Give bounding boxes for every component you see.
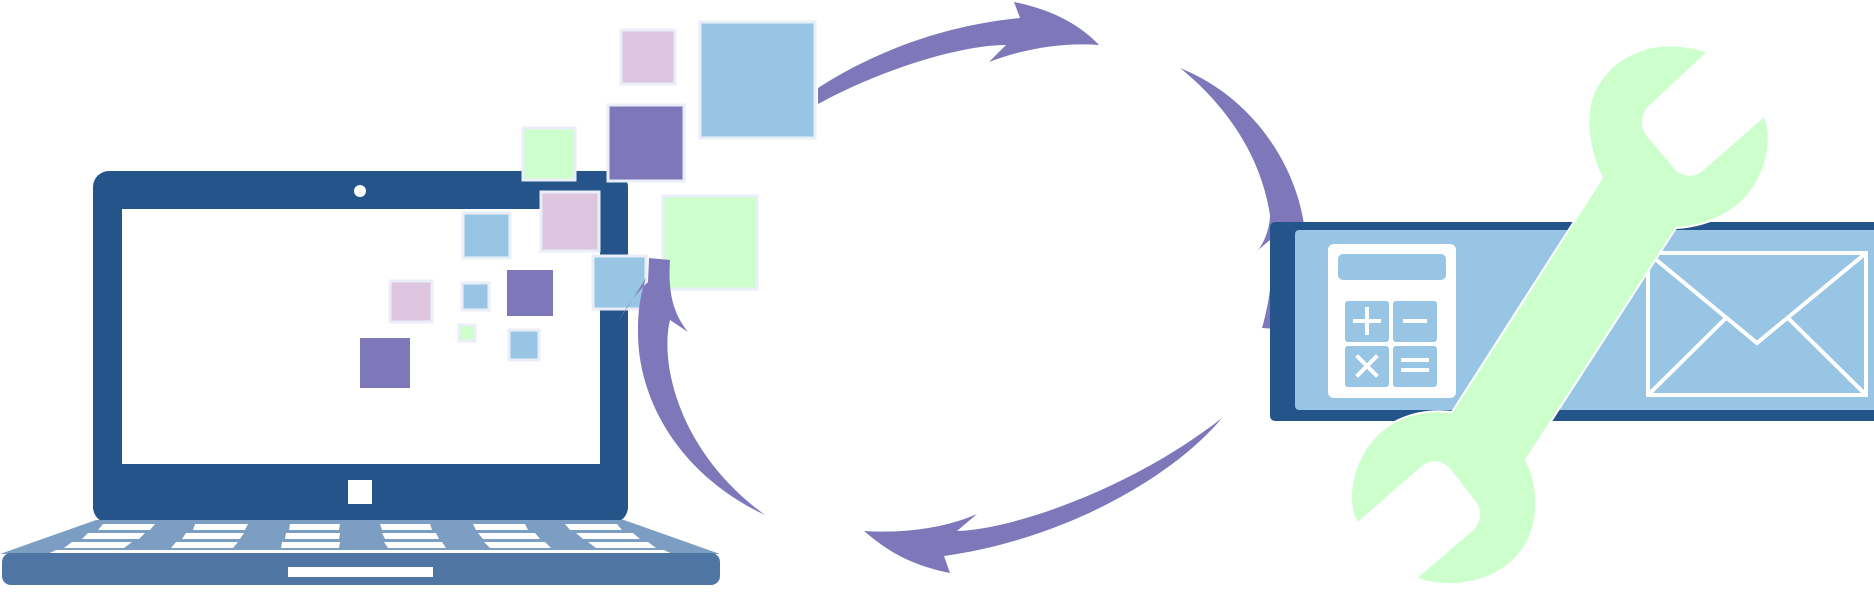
calculator-icon	[1328, 244, 1456, 398]
square-tile	[521, 126, 577, 182]
square-tile	[539, 190, 601, 253]
square-tile	[698, 20, 817, 140]
square-tile	[388, 279, 434, 324]
laptop-home-button	[348, 480, 372, 504]
wrench-shape	[1350, 44, 1770, 586]
square-tile	[460, 281, 491, 312]
square-tile	[619, 28, 677, 86]
wrench-icon	[1350, 44, 1770, 586]
square-tile	[461, 211, 512, 260]
square-tile	[661, 194, 759, 291]
square-tile	[507, 270, 553, 316]
sync-arrow-bottom	[864, 418, 1222, 573]
square-tile	[606, 103, 686, 183]
laptop-base-slot	[288, 567, 433, 577]
square-tile	[507, 328, 541, 362]
laptop-camera	[354, 185, 366, 197]
sync-arrow-top	[818, 2, 1099, 104]
laptop-keys	[48, 524, 672, 554]
square-tile	[457, 323, 477, 343]
square-tile	[591, 254, 648, 311]
square-tile	[360, 338, 410, 388]
mail-icon	[1646, 251, 1868, 397]
flying-squares	[360, 20, 817, 388]
sync-arrow-left	[618, 258, 765, 515]
